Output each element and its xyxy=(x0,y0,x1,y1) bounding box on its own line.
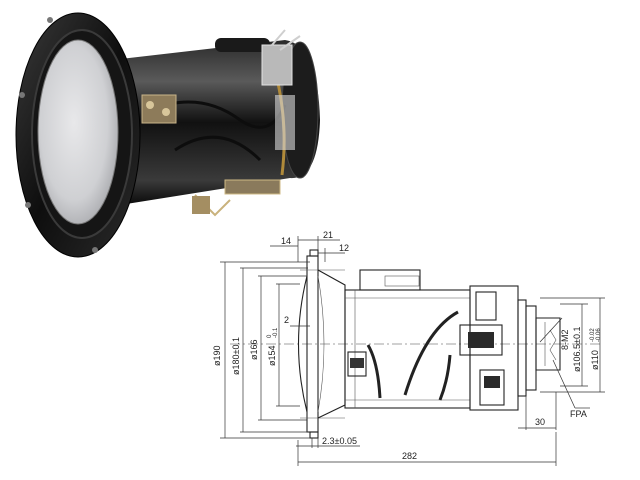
dim-2-label: 2 xyxy=(284,315,289,325)
dim-bottom: 30 FPA 2.3±0.05 282 xyxy=(296,359,590,466)
diam-166-label: ø166 xyxy=(249,339,259,360)
dim-30-label: 30 xyxy=(535,417,545,427)
connector-bottom xyxy=(192,179,281,217)
diam-190-label: ø190 xyxy=(212,345,222,366)
diam-110-label: ø110 xyxy=(590,350,600,370)
top-knob xyxy=(215,38,270,52)
barrel-cable-2 xyxy=(174,135,262,162)
diam-154-tol-upper: 0 xyxy=(267,334,273,338)
drawing-rear-assembly xyxy=(459,285,561,411)
dim-14-label: 14 xyxy=(281,236,291,246)
length-282-label: 282 xyxy=(402,451,417,461)
lens-photo xyxy=(15,12,320,258)
drawing-front-flange xyxy=(297,249,345,439)
diam-110-tol-upper: -0.02 xyxy=(590,328,596,342)
diam-154-tol-lower: -0.1 xyxy=(273,327,279,338)
dim-21-label: 21 xyxy=(323,230,333,240)
fpa-label: FPA xyxy=(570,409,587,419)
diam-180-label: ø180±0.1 xyxy=(231,337,241,375)
connector-right xyxy=(261,29,301,150)
dim-top: 14 21 12 xyxy=(270,230,349,262)
thread-8m2-label: 8-M2 xyxy=(560,329,570,350)
technical-drawing: 14 21 12 ø190 ø180±0.1 ø166 ø154 0 -0.1 xyxy=(212,230,605,466)
dim-right-diameters: ø106.5±0.1 ø110 -0.02 -0.06 8-M2 xyxy=(539,297,605,393)
diam-154-label: ø154 xyxy=(267,345,277,366)
dim-2-3-label: 2.3±0.05 xyxy=(322,436,357,446)
diam-106-label: ø106.5±0.1 xyxy=(572,327,582,372)
diam-110-tol-lower: -0.06 xyxy=(596,328,602,342)
dim-left-diameters: ø190 ø180±0.1 ø166 ø154 0 -0.1 2 xyxy=(212,261,310,439)
drawing-barrel xyxy=(344,269,471,409)
barrel-cable xyxy=(149,100,287,129)
dim-12-label: 12 xyxy=(339,243,349,253)
front-glass xyxy=(37,39,119,225)
connector-left xyxy=(141,94,177,124)
